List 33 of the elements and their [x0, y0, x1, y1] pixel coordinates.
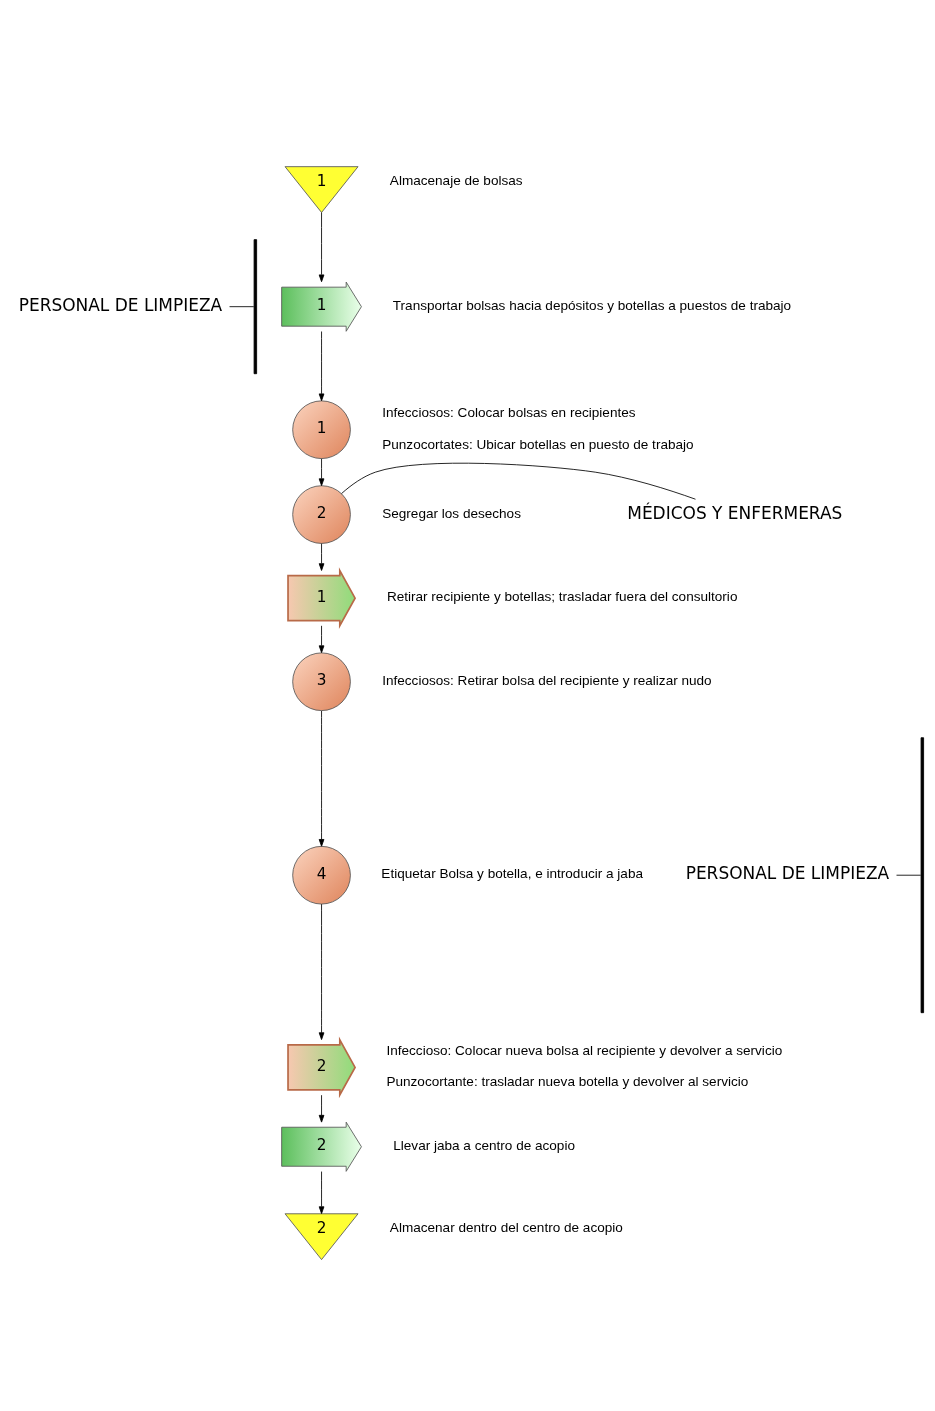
- arrow: [318, 212, 325, 283]
- node-text: PERSONAL DE LIMPIEZA: [685, 863, 890, 884]
- node-label: Punzocortates: Ubicar botellas en puesto de trabajo: [382, 436, 694, 452]
- node-bar: [253, 239, 258, 375]
- node-text: MÉDICOS Y ENFERMERAS: [627, 502, 843, 523]
- node-label: Almacenar dentro del centro de acopio: [389, 1220, 623, 1236]
- arrow: [318, 903, 325, 1040]
- arrow: [318, 543, 325, 571]
- node-label: Retirar recipiente y botellas; trasladar fuera del consultorio: [386, 589, 738, 605]
- arrow: [318, 625, 325, 654]
- arrow: [318, 331, 325, 402]
- node-label: Llevar jaba a centro de acopio: [393, 1137, 575, 1153]
- node-label: Transportar bolsas hacia depósitos y botellas a puestos de trabajo: [392, 297, 792, 313]
- arrow: [318, 1094, 325, 1123]
- node-circle: 4: [292, 845, 351, 905]
- connector: [341, 462, 696, 500]
- node-label: Infecciosos: Colocar bolsas en recipientes: [382, 405, 636, 421]
- node-circle: 2: [292, 485, 351, 544]
- node-label: Infeccioso: Colocar nueva bolsa al recipiente y devolver a servicio: [386, 1042, 783, 1058]
- node-circle: 1: [292, 400, 351, 459]
- connector: [229, 306, 255, 308]
- arrow: [318, 458, 325, 487]
- node-label: Etiquetar Bolsa y botella, e introducir a jaba: [381, 866, 643, 882]
- node-circle: 3: [292, 652, 351, 711]
- node-text: PERSONAL DE LIMPIEZA: [18, 294, 223, 315]
- node-label: Almacenaje de bolsas: [389, 173, 523, 189]
- node-label: Segregar los desechos: [382, 505, 521, 521]
- node-bar: [920, 737, 925, 1014]
- arrow: [318, 1171, 325, 1214]
- connector: [896, 874, 922, 876]
- arrow: [318, 710, 325, 847]
- node-label: Punzocortante: trasladar nueva botella y devolver al servicio: [386, 1074, 749, 1090]
- node-label: Infecciosos: Retirar bolsa del recipiente y realizar nudo: [382, 672, 712, 688]
